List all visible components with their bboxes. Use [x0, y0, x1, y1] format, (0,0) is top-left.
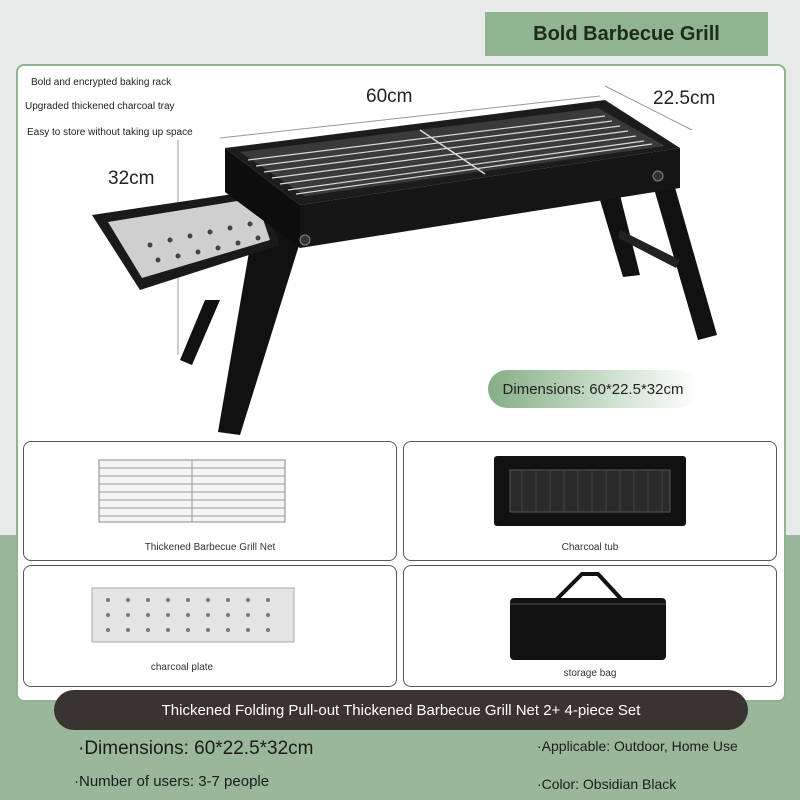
part-label-grill-net: Thickened Barbecue Grill Net — [144, 542, 276, 553]
bundle-bar-text: Thickened Folding Pull-out Thickened Bar… — [161, 701, 641, 719]
title-banner: Bold Barbecue Grill — [485, 12, 768, 56]
dimensions-summary: Dimensions: 60*22.5*32cm — [502, 380, 684, 398]
dimension-height: 32cm — [108, 168, 155, 189]
part-label-storage-bag: storage bag — [563, 668, 617, 679]
part-label-charcoal-tub: Charcoal tub — [561, 542, 619, 553]
dimension-width: 22.5cm — [653, 88, 716, 109]
page-title: Bold Barbecue Grill — [533, 22, 720, 45]
spec-users: ·Number of users: 3-7 people — [74, 773, 270, 790]
dimension-length: 60cm — [366, 86, 413, 107]
feature-rack: Bold and encrypted baking rack — [31, 77, 172, 88]
dimensions-pill: Dimensions: 60*22.5*32cm — [488, 370, 698, 408]
charcoal-tub-image — [494, 456, 686, 526]
spec-applicable: ·Applicable: Outdoor, Home Use — [537, 738, 738, 754]
part-card-storage-bag: storage bag — [403, 565, 777, 687]
grill-net-image — [98, 459, 286, 523]
spec-color: ·Color: Obsidian Black — [537, 776, 677, 792]
grill-illustration — [92, 85, 717, 435]
part-label-charcoal-plate: charcoal plate — [150, 662, 214, 673]
part-card-charcoal-plate: charcoal plate — [23, 565, 397, 687]
feature-storage: Easy to store without taking up space — [27, 127, 193, 138]
bundle-bar: Thickened Folding Pull-out Thickened Bar… — [54, 690, 748, 730]
feature-tray: Upgraded thickened charcoal tray — [25, 101, 175, 112]
storage-bag-image — [510, 572, 666, 660]
charcoal-plate-image — [91, 587, 295, 643]
part-card-grill-net: Thickened Barbecue Grill Net — [23, 441, 397, 561]
part-card-charcoal-tub: Charcoal tub — [403, 441, 777, 561]
spec-dimensions: ·Dimensions: 60*22.5*32cm — [78, 738, 314, 759]
